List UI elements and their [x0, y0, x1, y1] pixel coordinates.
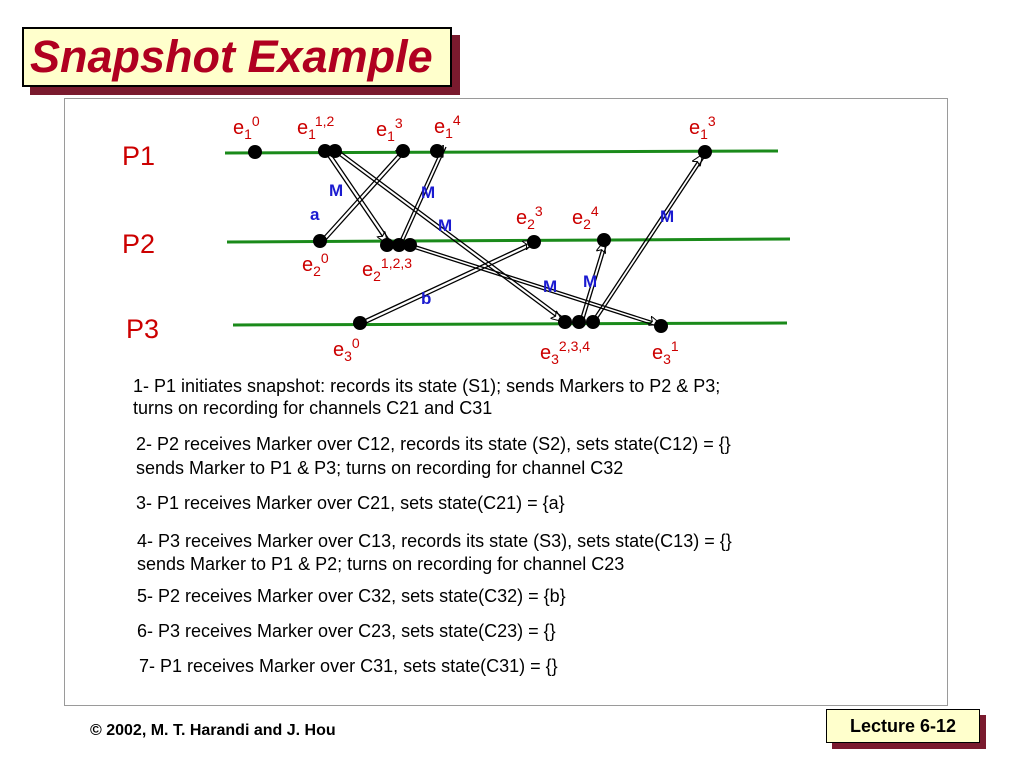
event-dot-e1-0 [248, 145, 262, 159]
step-7: 7- P1 receives Marker over C31, sets sta… [139, 656, 558, 676]
process-label-p2: P2 [122, 229, 155, 259]
event-label-e1-3b: e13 [689, 113, 716, 142]
step-3: 3- P1 receives Marker over C21, sets sta… [136, 493, 565, 513]
marker-label-1: M [329, 181, 343, 200]
process-label-p1: P1 [122, 141, 155, 171]
arrow-p3-to-p1 [591, 155, 702, 322]
content-frame [64, 98, 948, 706]
event-dot-e1-4 [430, 144, 444, 158]
arrow-p2-to-p1-b2 [401, 146, 447, 245]
arrow-p2-to-p1-a2 [323, 147, 410, 243]
arrow-p3-to-p2-a [359, 241, 534, 323]
step-5: 5- P2 receives Marker over C32, sets sta… [137, 586, 566, 606]
event-dot-e3-2 [558, 315, 572, 329]
marker-label-5: M [543, 277, 557, 296]
event-label-e2-3: e23 [516, 203, 543, 232]
event-dot-e2-3 [527, 235, 541, 249]
process-label-p3: P3 [126, 314, 159, 344]
event-dot-e2-1 [380, 238, 394, 252]
arrow-p1-to-p2-2 [327, 149, 391, 242]
event-label-e3-1: e31 [652, 338, 679, 367]
event-dot-e2-0 [313, 234, 327, 248]
event-label-e1-12: e11,2 [297, 113, 335, 142]
arrow-p3-to-p2-a2 [361, 243, 537, 326]
p3-timeline [232, 321, 788, 327]
p2-timeline [226, 237, 791, 244]
event-dot-e3-3 [572, 315, 586, 329]
arrow-p3-to-p2-b [579, 242, 604, 322]
arrow-p1-to-p2 [324, 151, 387, 243]
step-4-line-1: 4- P3 receives Marker over C13, records … [137, 531, 732, 551]
event-label-e3-0: e30 [333, 335, 360, 364]
arrow-p2-to-p1-b [398, 146, 443, 244]
step-2-line-2: sends Marker to P1 & P3; turns on record… [136, 458, 624, 478]
arrow-p2-to-p3-2 [409, 246, 661, 328]
marker-label-4: M [660, 207, 674, 226]
arrow-p2-to-p3 [409, 243, 660, 324]
step-2-line-1: 2- P2 receives Marker over C12, records … [136, 434, 731, 454]
marker-label-3: M [438, 216, 452, 235]
event-label-e2-4: e24 [572, 203, 599, 232]
slide-title: Snapshot Example [30, 31, 433, 82]
step-1-line-1: 1- P1 initiates snapshot: records its st… [133, 376, 721, 396]
event-label-e2-0: e20 [302, 250, 329, 279]
step-6: 6- P3 receives Marker over C23, sets sta… [137, 621, 556, 641]
event-dot-e1-2 [328, 144, 342, 158]
marker-label-6: M [583, 272, 597, 291]
event-dot-e3-4 [586, 315, 600, 329]
event-dot-e1-3b [698, 145, 712, 159]
event-dot-e2-2 [392, 238, 406, 252]
arrow-p1-to-p3-2 [337, 149, 566, 320]
event-dot-e2-3b [403, 238, 417, 252]
event-label-e1-4: e14 [434, 112, 461, 141]
message-label-b: b [421, 289, 431, 308]
event-dot-e1-1 [318, 144, 332, 158]
event-label-e2-123: e21,2,3 [362, 255, 412, 284]
message-label-a: a [310, 205, 320, 224]
copyright-footer: © 2002, M. T. Harandi and J. Hou [90, 722, 336, 739]
marker-label-2: M [421, 183, 435, 202]
event-dot-e3-1 [654, 319, 668, 333]
event-label-e1-0: e10 [233, 113, 260, 142]
p1-timeline [224, 149, 779, 155]
event-dot-e1-3a [396, 144, 410, 158]
step-4-line-2: sends Marker to P1 & P2; turns on record… [137, 554, 625, 574]
event-dot-e2-4 [597, 233, 611, 247]
event-label-e3-234: e32,3,4 [540, 338, 590, 367]
arrow-p3-to-p2-b2 [582, 242, 608, 323]
arrow-p1-to-p3 [334, 151, 562, 321]
event-dot-e3-0 [353, 316, 367, 330]
lecture-badge: Lecture 6-12 [826, 709, 980, 743]
event-label-e1-3a: e13 [376, 115, 403, 144]
step-1-line-2: turns on recording for channels C21 and … [133, 398, 493, 418]
title-box: Snapshot Example [22, 27, 452, 87]
arrow-p2-to-p1-a [320, 146, 406, 241]
arrow-p3-to-p1-2 [594, 155, 706, 323]
